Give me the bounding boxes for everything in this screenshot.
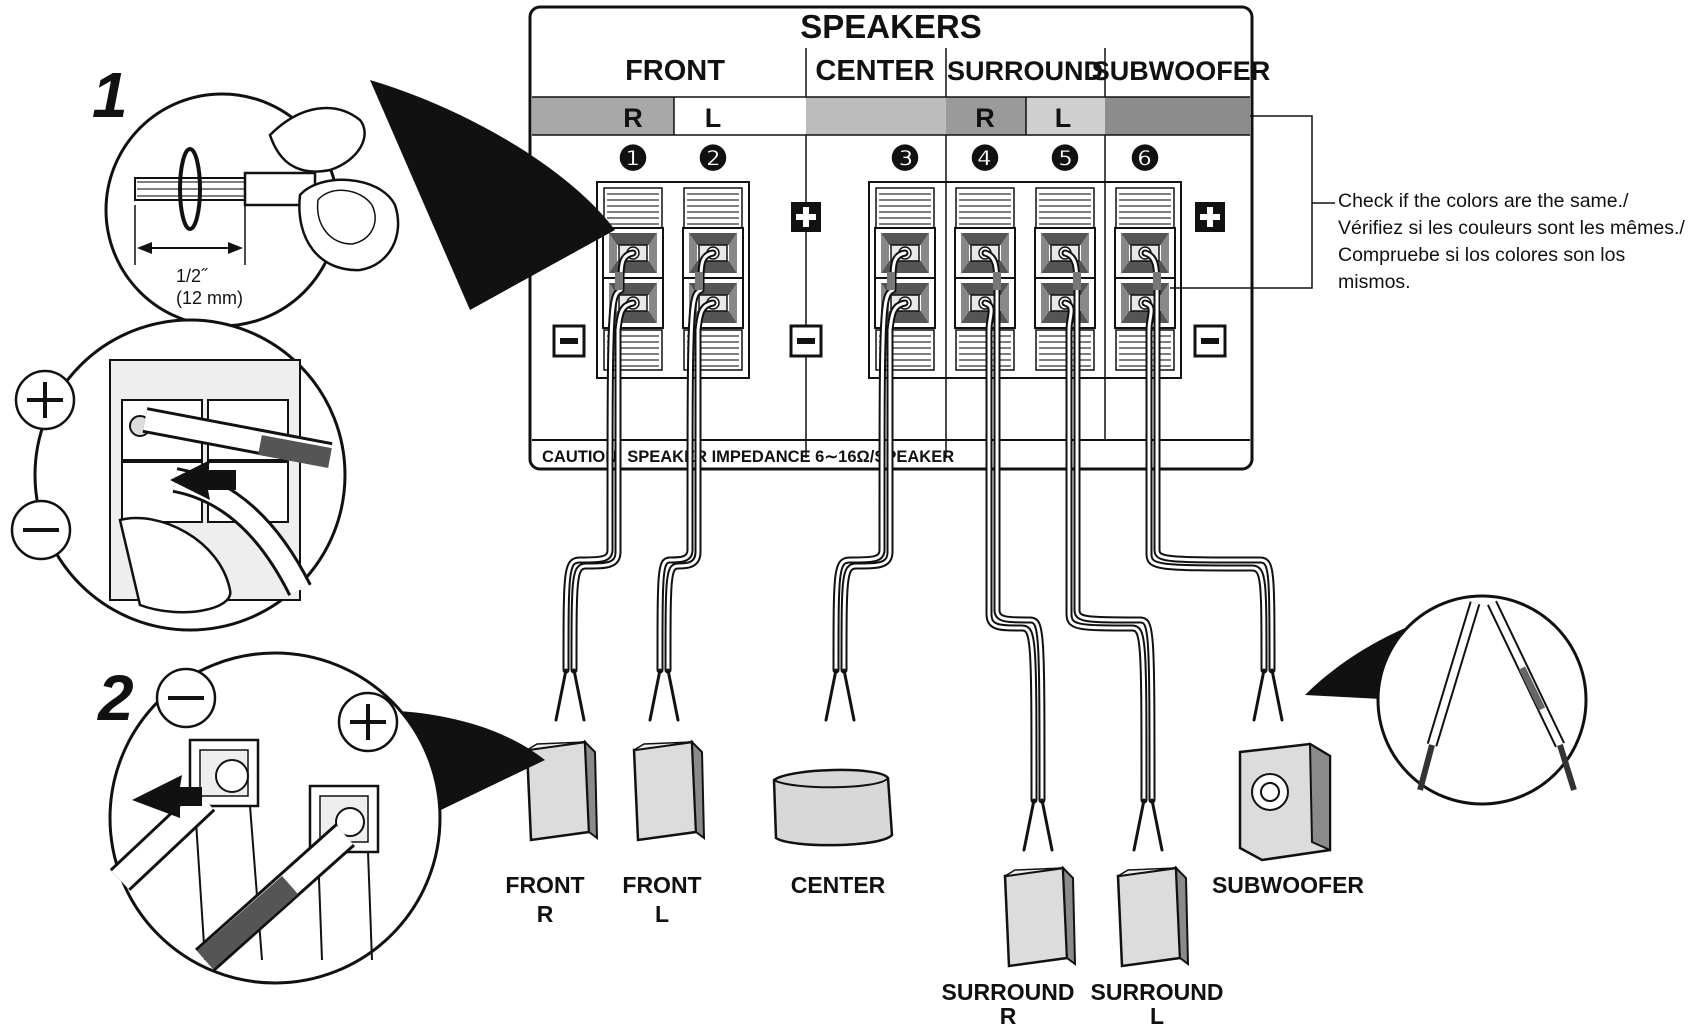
terminal-number-2: ❷ xyxy=(698,140,728,178)
terminal-number-6: ❻ xyxy=(1130,140,1160,178)
speaker-label-front-l: FRONT xyxy=(622,872,701,898)
terminal-insertion-illustration xyxy=(33,318,347,632)
speaker-wires xyxy=(554,249,1284,852)
step-2-number: 2 xyxy=(97,662,134,734)
terminal-number-5: ❺ xyxy=(1050,140,1080,178)
note-spanish-line-2: mismos. xyxy=(1338,271,1411,293)
speaker-label-front-l-side: L xyxy=(655,901,669,927)
speaker-label-surround-r: SURROUND xyxy=(942,979,1075,1005)
group-label-surround: SURROUND xyxy=(947,56,1103,86)
plus-icon xyxy=(337,691,399,753)
terminal-surround-l xyxy=(1034,187,1096,371)
color-band-surround-l xyxy=(1026,97,1105,135)
note-spanish-line-1: Compruebe si los colores son los xyxy=(1338,244,1626,266)
terminal-number-4: ❹ xyxy=(970,140,1000,178)
note-leader-line xyxy=(1170,115,1313,289)
speaker-label-subwoofer: SUBWOOFER xyxy=(1212,872,1364,898)
caution-text: CAUTION: SPEAKER IMPEDANCE 6∼16Ω/SPEAKER xyxy=(542,448,954,466)
terminal-number-3: ❸ xyxy=(890,140,920,178)
color-band-center xyxy=(806,97,946,135)
speaker-label-center: CENTER xyxy=(791,872,886,898)
speaker-surround-r-icon xyxy=(1003,866,1077,968)
plus-icon xyxy=(791,202,821,232)
group-label-subwoofer: SUBWOOFER xyxy=(1092,56,1271,86)
terminal-subwoofer xyxy=(1114,187,1176,371)
channel-front-l: L xyxy=(705,103,722,133)
color-band-front-r xyxy=(532,97,674,135)
step-2-illustration: 2 xyxy=(97,651,545,985)
minus-icon xyxy=(789,324,823,358)
terminal-surround-r xyxy=(954,187,1016,371)
plus-icon xyxy=(14,369,76,431)
color-band-subwoofer xyxy=(1105,97,1250,135)
group-label-front: FRONT xyxy=(625,55,725,87)
note-french: Vérifiez si les couleurs sont les mêmes.… xyxy=(1338,217,1685,239)
color-band-front-l xyxy=(674,97,806,135)
minus-icon xyxy=(10,499,72,561)
step-1-illustration: 1 1/2˝ (12 mm) xyxy=(92,59,615,328)
strip-length-inch: 1/2˝ xyxy=(176,266,208,286)
channel-front-r: R xyxy=(623,103,643,133)
speaker-label-surround-r-side: R xyxy=(1000,1003,1017,1027)
speaker-front-l-icon xyxy=(632,740,706,842)
plus-icon xyxy=(1195,202,1225,232)
color-band-surround-r xyxy=(946,97,1026,135)
strip-length-mm: (12 mm) xyxy=(176,288,243,308)
speaker-label-surround-l: SURROUND xyxy=(1091,979,1224,1005)
minus-icon xyxy=(155,667,217,729)
speaker-center-icon xyxy=(772,768,894,847)
speaker-panel: SPEAKERS FRONT CENTER SURROUND SUBWOOFER… xyxy=(528,5,1271,471)
speaker-subwoofer-icon xyxy=(1238,742,1332,862)
channel-surround-l: L xyxy=(1055,103,1072,133)
minus-icon xyxy=(552,324,586,358)
speaker-label-front-r-side: R xyxy=(537,901,554,927)
panel-title: SPEAKERS xyxy=(800,8,982,45)
speaker-label-surround-l-side: L xyxy=(1150,1003,1164,1027)
wire-end-callout xyxy=(1305,594,1588,806)
minus-icon xyxy=(1193,324,1227,358)
speaker-label-front-r: FRONT xyxy=(505,872,584,898)
group-label-center: CENTER xyxy=(815,55,934,87)
terminal-number-1: ❶ xyxy=(618,140,648,178)
color-check-note: Check if the colors are the same./ Vérif… xyxy=(1338,188,1685,296)
speaker-surround-l-icon xyxy=(1116,866,1190,968)
note-english: Check if the colors are the same./ xyxy=(1338,190,1629,212)
channel-surround-r: R xyxy=(975,103,995,133)
step-1-number: 1 xyxy=(92,59,128,131)
